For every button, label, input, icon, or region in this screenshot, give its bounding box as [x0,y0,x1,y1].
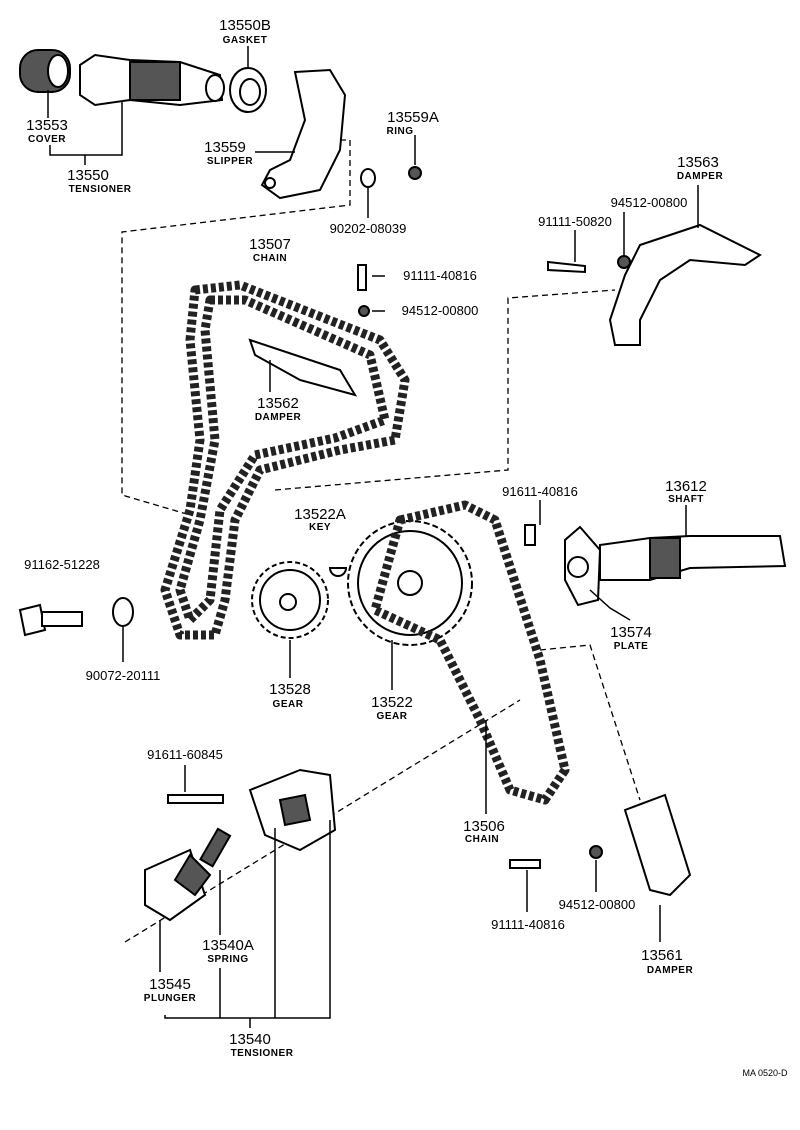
part-number-91111-50820: 91111-50820 [538,214,612,229]
bolt-91111-40816-lower-shape [509,859,541,869]
damper-13562-shape [248,338,358,397]
part-name-gear-large: GEAR [377,711,408,722]
cover-13553-shape [19,49,123,165]
part-name-damper-upper-right: DAMPER [677,171,724,182]
part-name-damper-center: DAMPER [255,412,302,423]
part-name-plunger: PLUNGER [144,993,197,1004]
chain-13506-shape [370,500,570,805]
part-number-91611-60845: 91611-60845 [147,747,223,762]
part-name-ring: RING [387,126,414,137]
bolt-91162-51228-shape [18,603,83,637]
part-number-94512-00800-center: 94512-00800 [402,303,479,318]
part-name-tensioner-upper: TENSIONER [69,184,132,195]
part-number-13559A: 13559A [387,109,439,126]
part-number-13612: 13612 [665,478,707,495]
part-number-90202-08039: 90202-08039 [330,221,407,236]
part-number-13540A: 13540A [202,937,254,954]
part-name-gear-small: GEAR [273,699,304,710]
plate-13574-shape [564,525,631,621]
part-number-13562: 13562 [257,395,299,412]
part-name-damper-lower: DAMPER [647,965,694,976]
part-number-91111-40816-center: 91111-40816 [403,268,477,283]
tensioner-13540-body-shape [248,768,337,852]
part-number-13561: 13561 [641,947,683,964]
shaft-13612-shape [599,505,787,581]
part-number-13528: 13528 [269,681,311,698]
part-number-90072-20111: 90072-20111 [86,668,161,683]
damper-13561-shape [623,793,692,942]
part-number-91611-40816: 91611-40816 [502,484,578,499]
bolt-91611-40816-shape [524,524,536,546]
part-number-91162-51228: 91162-51228 [24,557,100,572]
washer-90202-shape [360,168,376,188]
part-number-13574: 13574 [610,624,652,641]
gasket-shape [229,46,267,113]
part-name-chain-lower: CHAIN [465,834,499,845]
slipper-shape [255,68,347,200]
part-number-13522: 13522 [371,694,413,711]
diagram-code: MA 0520-D [742,1068,788,1078]
part-name-key: KEY [309,522,331,533]
spring-shape [199,827,232,868]
part-number-13506: 13506 [463,818,505,835]
bolt-91611-60845-shape [167,794,224,804]
part-number-13545: 13545 [149,976,191,993]
part-name-chain-upper: CHAIN [253,253,287,264]
part-number-94512-00800-lower: 94512-00800 [559,897,636,912]
part-number-13540: 13540 [229,1031,271,1048]
part-name-gasket: GASKET [223,35,268,46]
part-name-cover: COVER [28,134,66,145]
part-name-tensioner-lower: TENSIONER [231,1048,294,1059]
plunger-shape [144,848,212,922]
gear-13528-shape [251,561,329,678]
part-number-13507: 13507 [249,236,291,253]
chain-13507-shape [160,280,410,640]
part-number-91111-40816-lower: 91111-40816 [491,917,565,932]
part-number-13522A: 13522A [294,506,346,523]
nut-94512-lower-shape [589,845,603,859]
part-number-13550: 13550 [67,167,109,184]
ring-shape [408,166,422,180]
chain-13507-inner [175,295,390,625]
part-number-13553: 13553 [26,117,68,134]
part-number-13559: 13559 [204,139,246,156]
washer-90072-20111-shape [112,597,134,662]
part-name-shaft: SHAFT [668,494,704,505]
part-number-13550B: 13550B [219,17,271,34]
part-name-spring: SPRING [207,954,248,965]
key-shape [328,567,348,577]
part-number-94512-00800-upper: 94512-00800 [611,195,688,210]
part-name-plate: PLATE [614,641,649,652]
nut-94512-center-shape [358,305,370,317]
tensioner-13550-shape [79,53,225,107]
damper-13563-shape [547,185,762,346]
part-name-slipper: SLIPPER [207,156,254,167]
part-number-13563: 13563 [677,154,719,171]
bolt-91111-40816-center-shape [357,264,367,291]
